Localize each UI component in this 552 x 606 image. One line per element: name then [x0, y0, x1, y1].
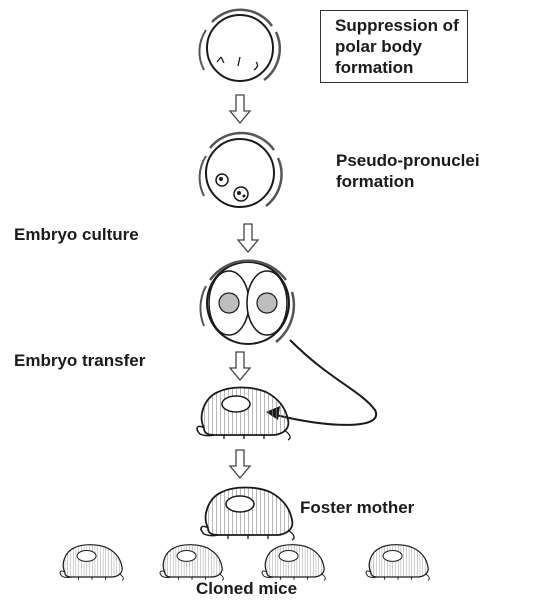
mouse-icon: [366, 545, 429, 581]
mouse-icon: [60, 545, 123, 581]
cloned-mice-group: [60, 545, 429, 581]
embryo-culture-label: Embryo culture: [14, 224, 139, 245]
mouse-icon: [160, 545, 223, 581]
hollow-down-arrow-icon: [238, 224, 258, 252]
hollow-down-arrow-icon: [230, 352, 250, 380]
pseudo-pronuclei-label: Pseudo-pronuclei formation: [336, 150, 480, 192]
mouse-icon: [197, 388, 290, 441]
transfer-curve: [276, 340, 376, 425]
suppression-label-line1: Suppression of: [335, 15, 459, 36]
suppression-label-line2: polar body: [335, 36, 459, 57]
hollow-down-arrow-icon: [230, 95, 250, 123]
hollow-down-arrow-icon: [230, 450, 250, 478]
foster-mother-label: Foster mother: [300, 497, 414, 518]
pseudo-label-line2: formation: [336, 171, 480, 192]
mouse-icon: [201, 488, 294, 541]
oocyte-cell-icon: [199, 10, 279, 81]
suppression-label-box: Suppression of polar body formation: [320, 10, 468, 83]
pronuclei-cell-icon: [200, 133, 282, 207]
two-cell-embryo-icon: [200, 261, 293, 344]
mouse-icon: [262, 545, 325, 581]
cloned-mice-label: Cloned mice: [196, 578, 297, 599]
pseudo-label-line1: Pseudo-pronuclei: [336, 150, 480, 171]
embryo-transfer-label: Embryo transfer: [14, 350, 145, 371]
suppression-label-line3: formation: [335, 57, 459, 78]
